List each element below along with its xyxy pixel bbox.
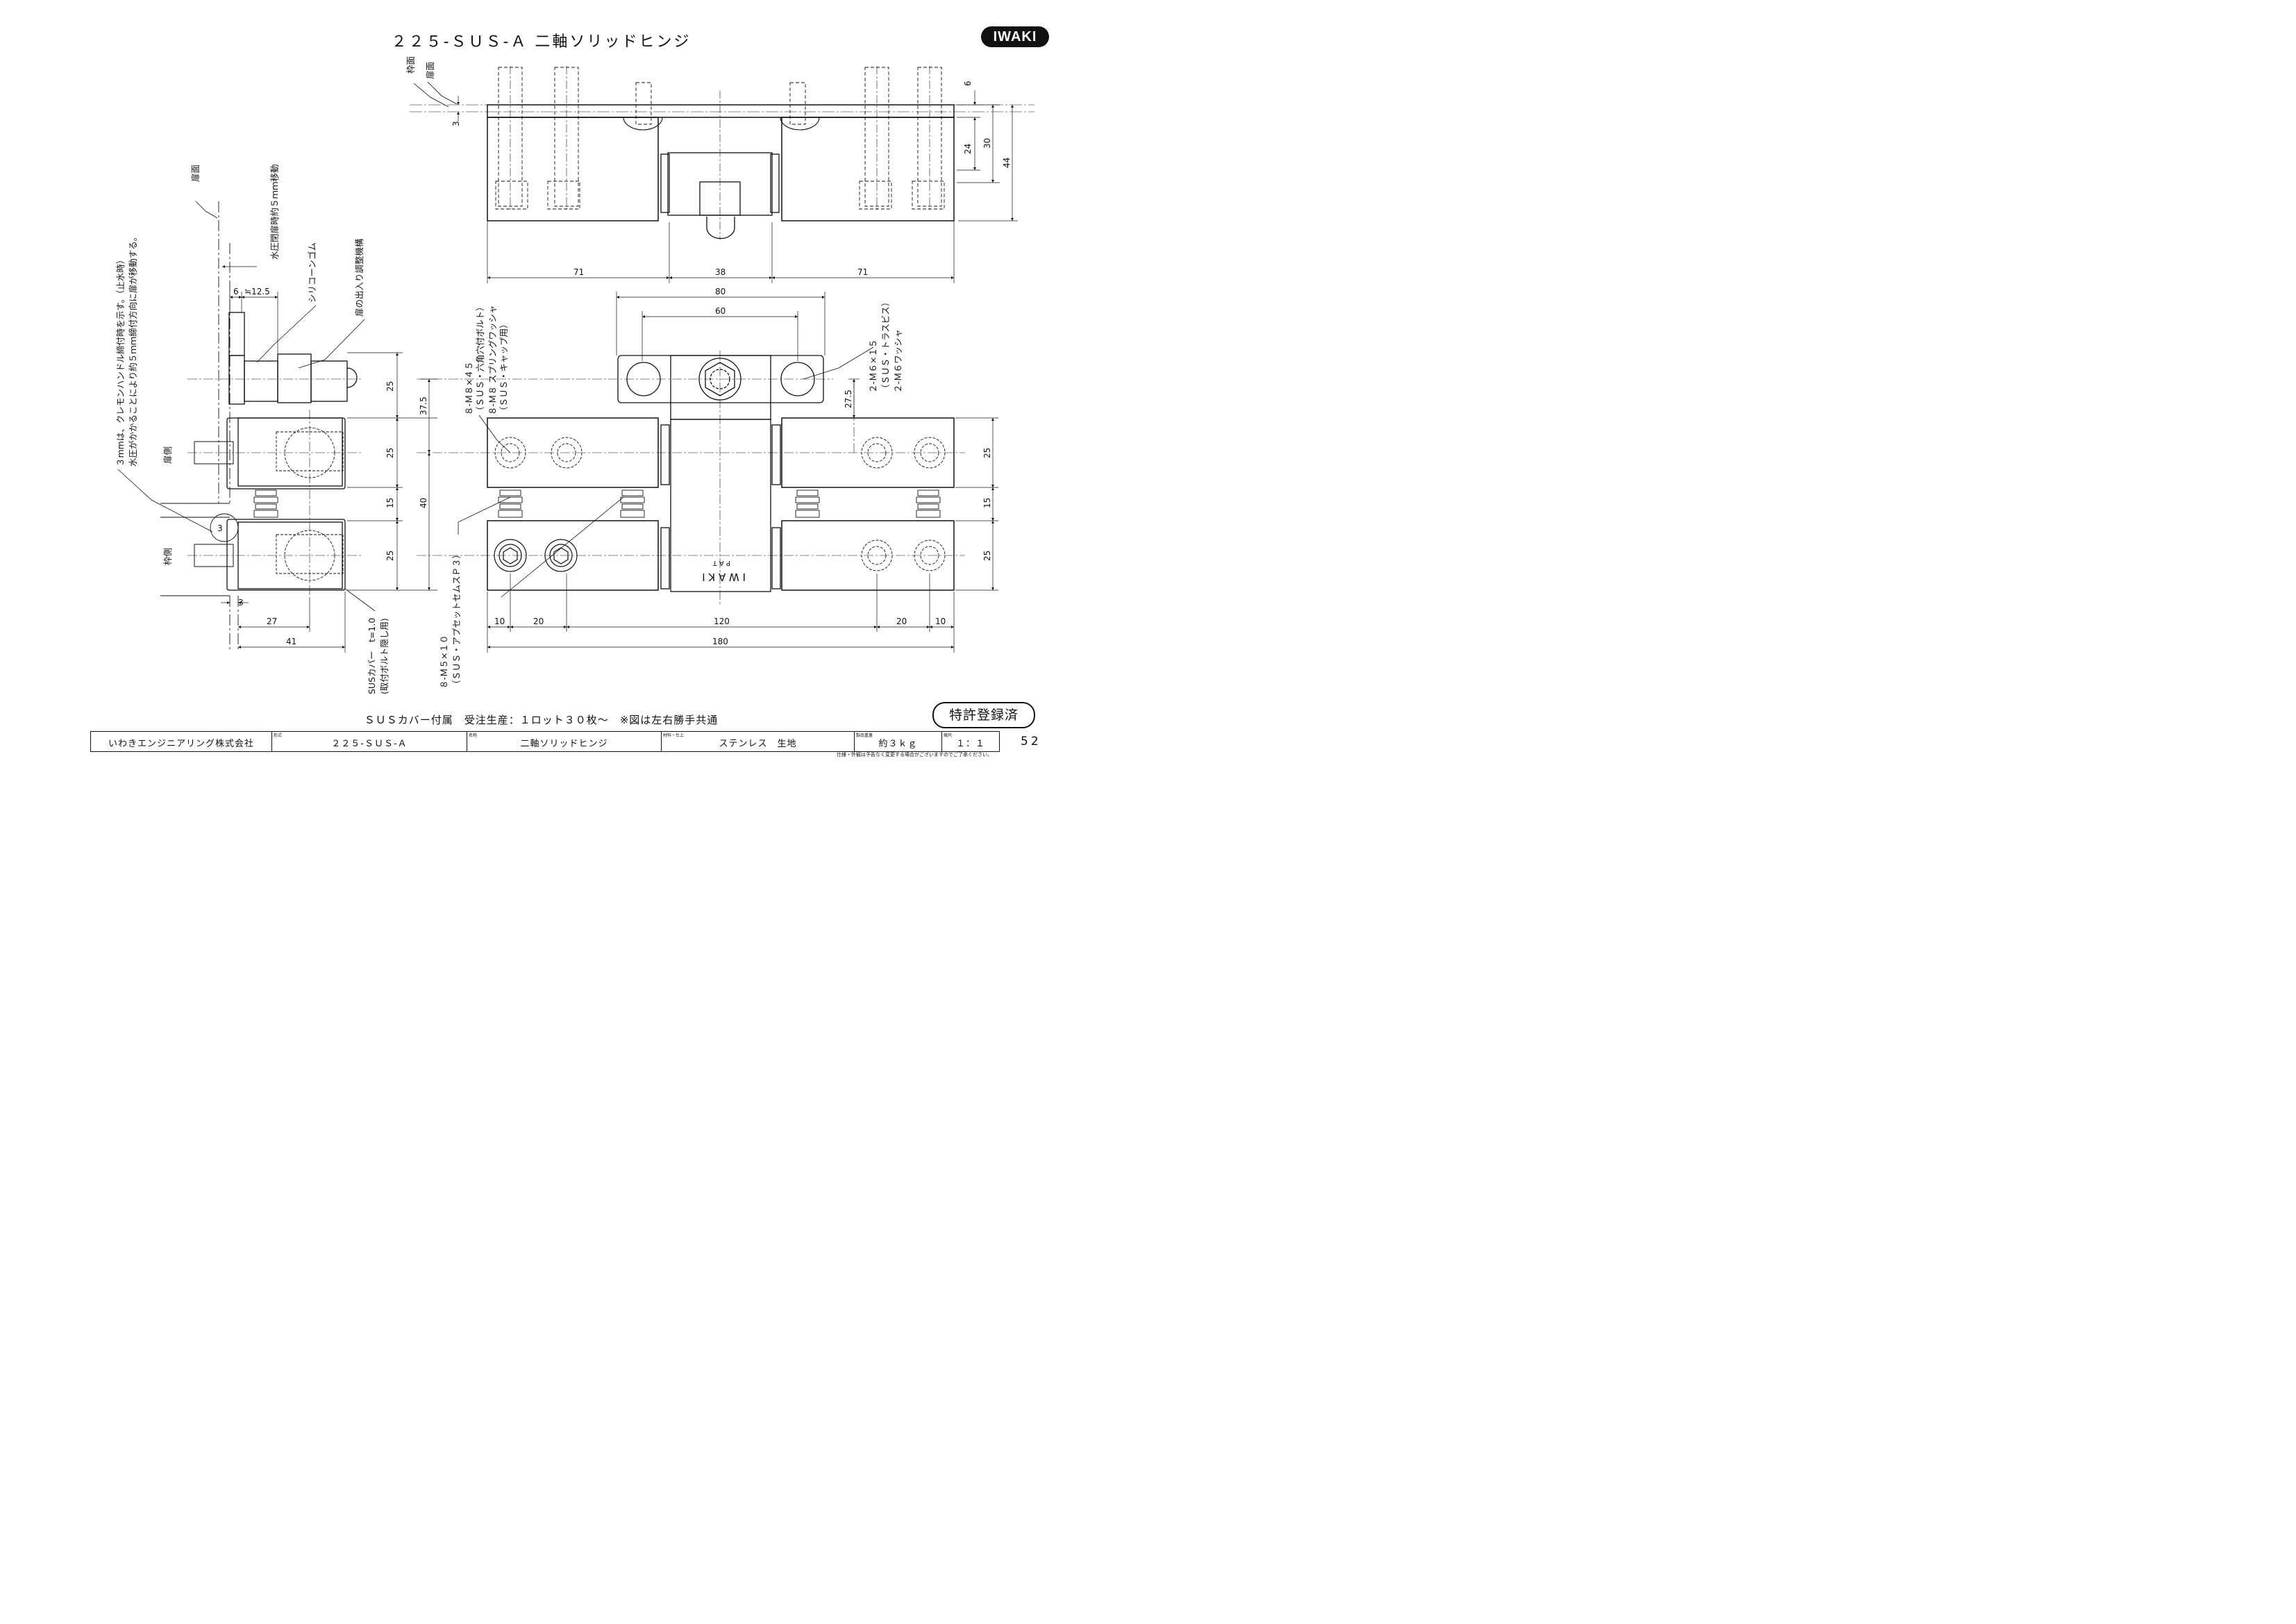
set-screw-spec-label: （ＳＵＳ・アプセットセムスＰ３） — [451, 550, 462, 689]
top-view — [410, 66, 1034, 283]
bolt-spec-label: （ＳＵＳ・キャップ用） — [498, 319, 509, 415]
dim-label: 25 — [385, 448, 395, 458]
door-side-label: 扉側 — [162, 446, 173, 464]
dim-label: 10 — [935, 617, 946, 626]
dim-label: 40 — [419, 498, 428, 508]
drawing-title: ２２５-ＳＵＳ-Ａ 二軸ソリッドヒンジ — [391, 33, 692, 51]
door-face-label: 扉面 — [425, 62, 435, 79]
dim-label: 15 — [385, 498, 395, 508]
model-value: ２２５-ＳＵＳ-Ａ — [331, 739, 408, 749]
dim-label: 27.5 — [844, 390, 853, 408]
production-note: ＳＵＳカバー付属 受注生産：１ロット３０枚～ ※図は左右勝手共通 — [364, 714, 719, 726]
dim-label: 71 — [573, 267, 584, 277]
door-face-label: 扉面 — [190, 165, 201, 182]
handle-note: ３mmは、クレモンハンドル締付時を示す。（止水時） — [115, 256, 126, 467]
weight-label: 製品重量 — [856, 733, 873, 738]
screw-spec-label: （ＳＵＳ・トラスビス） — [880, 298, 891, 393]
pat-engraving: P A T — [712, 559, 730, 567]
company-name: いわきエンジニアリング株式会社 — [108, 739, 254, 749]
dim-label: 44 — [1002, 158, 1012, 168]
dim-label: 24 — [963, 144, 973, 154]
dim-label: 20 — [533, 617, 544, 626]
frame-side-label: 枠側 — [162, 548, 173, 565]
dim-label: 6 — [963, 81, 973, 86]
scale-value: １：１ — [955, 739, 985, 749]
rubber-label: シリコーンゴム — [307, 242, 317, 303]
dim-label: 10 — [494, 617, 505, 626]
company-cell: いわきエンジニアリング株式会社 — [91, 732, 272, 751]
dim-label: 30 — [982, 138, 992, 149]
frame-face-label: 枠面 — [405, 56, 416, 74]
dim-label: 80 — [715, 287, 726, 296]
dim-label: 41 — [286, 637, 296, 646]
set-screw-spec-label: ８-Ｍ５×１０ — [439, 635, 449, 689]
dim-label: 120 — [714, 617, 730, 626]
dim-label: 25 — [982, 448, 992, 458]
movement-note: 水圧閉扉時約５ｍｍ移動 — [269, 164, 280, 260]
dim-label: 3 — [238, 598, 244, 608]
cover-label: SUSカバー t=1.0 — [367, 618, 377, 694]
dim-label: 25 — [385, 551, 395, 561]
side-view — [117, 201, 437, 653]
cover-label: (取付ボルト隠し用) — [379, 618, 389, 694]
dim-label: 6 — [233, 287, 239, 296]
adjust-label: 扉の出入り調整機構 — [354, 238, 364, 317]
name-value: 二軸ソリッドヒンジ — [520, 739, 608, 749]
name-cell: 名称 二軸ソリッドヒンジ — [467, 732, 662, 751]
iwaki-engraving: I W A K I — [702, 571, 746, 583]
weight-value: 約３ｋｇ — [878, 739, 918, 749]
scale-label: 縮尺 — [944, 733, 953, 738]
dim-label: 20 — [896, 617, 907, 626]
dim-label: 3 — [217, 524, 223, 533]
handle-note: 水圧がかかることにより約５ｍｍ締付方向に扉が移動する。 — [128, 233, 138, 467]
bolt-spec-label: ８-Ｍ８×４５ — [464, 362, 474, 415]
dim-label: 38 — [715, 267, 726, 277]
dim-label: 15 — [982, 498, 992, 508]
model-cell: 形式 ２２５-ＳＵＳ-Ａ — [272, 732, 467, 751]
material-cell: 材料・仕上 ステンレス 生地 — [662, 732, 855, 751]
technical-drawing: 枠面 扉面 3 6 24 30 44 71 38 71 80 60 27.5 2… — [115, 56, 1034, 694]
title-block: いわきエンジニアリング株式会社 形式 ２２５-ＳＵＳ-Ａ 名称 二軸ソリッドヒン… — [90, 731, 1000, 752]
dim-label: 60 — [715, 306, 726, 316]
front-view — [417, 292, 998, 653]
model-label: 形式 — [274, 733, 283, 738]
dim-label: 3 — [451, 121, 461, 126]
weight-cell: 製品重量 約３ｋｇ — [855, 732, 942, 751]
page-number: 52 — [1021, 735, 1041, 748]
screw-spec-label: ２-Ｍ６ワッシャ — [893, 329, 903, 393]
patent-badge: 特許登録済 — [932, 702, 1035, 728]
dim-label: 25 — [982, 551, 992, 561]
dim-label: 25 — [385, 381, 395, 392]
dim-label: 37.5 — [419, 396, 428, 415]
disclaimer: 仕様・外観は予告なく変更する場合がございますのでご了承ください。 — [837, 752, 992, 757]
bolt-spec-label: ８-Ｍ８ スプリングワッシャ — [487, 305, 498, 416]
material-label: 材料・仕上 — [663, 733, 685, 738]
scale-cell: 縮尺 １：１ — [942, 732, 999, 751]
iwaki-logo: IWAKI — [981, 26, 1049, 47]
name-label: 名称 — [469, 733, 478, 738]
screw-spec-label: ２-Ｍ６×１５ — [868, 340, 878, 393]
dim-label: 27 — [267, 617, 277, 626]
dim-label: ≒12.5 — [244, 287, 270, 296]
bolt-spec-label: （ＳＵＳ・六角穴付ボルト） — [475, 302, 485, 415]
material-value: ステンレス 生地 — [719, 739, 797, 749]
dim-label: 71 — [857, 267, 868, 277]
dim-label: 180 — [712, 637, 728, 646]
